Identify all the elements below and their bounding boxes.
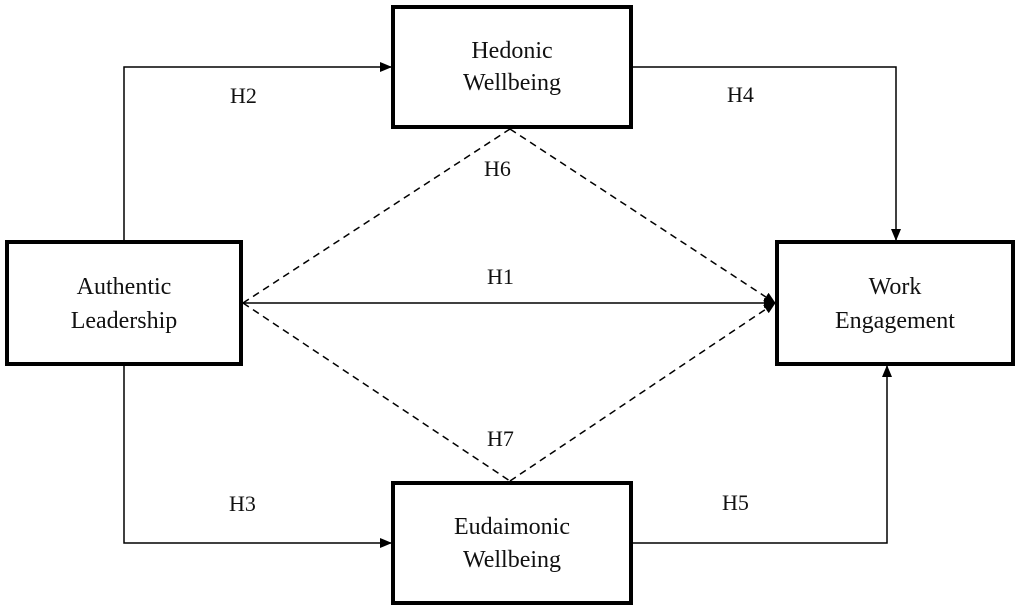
eudaimonic-line2: Wellbeing (463, 547, 561, 573)
label-h5: H5 (722, 490, 749, 515)
authentic-line1: Authentic (77, 274, 172, 300)
edges (123, 62, 901, 548)
edge-h3 (123, 366, 392, 548)
edge-h4 (633, 66, 901, 241)
node-eudaimonic-wellbeing: Eudaimonic Wellbeing (391, 481, 633, 605)
hypothesis-labels: H2 H4 H6 H1 H7 H3 H5 (229, 82, 754, 516)
label-h4: H4 (727, 82, 754, 107)
work-line1: Work (869, 274, 922, 300)
edge-h7-right (509, 302, 776, 482)
node-authentic-leadership: Authentic Leadership (5, 240, 243, 366)
label-h1: H1 (487, 264, 514, 289)
edge-h5 (633, 365, 892, 544)
label-h7: H7 (487, 426, 514, 451)
label-h2: H2 (230, 83, 257, 108)
eudaimonic-line1: Eudaimonic (454, 514, 570, 540)
label-h6: H6 (484, 156, 511, 181)
edge-h7-left (242, 302, 511, 482)
authentic-line2: Leadership (71, 308, 178, 334)
node-work-engagement: Work Engagement (775, 240, 1015, 366)
node-hedonic-wellbeing: Hedonic Wellbeing (391, 5, 633, 129)
edge-h6-left (242, 128, 511, 304)
work-line2: Engagement (835, 308, 955, 334)
hedonic-line2: Wellbeing (463, 70, 561, 96)
edge-h6-right (509, 128, 776, 304)
edge-h2 (123, 62, 392, 241)
hedonic-line1: Hedonic (471, 38, 552, 64)
label-h3: H3 (229, 491, 256, 516)
